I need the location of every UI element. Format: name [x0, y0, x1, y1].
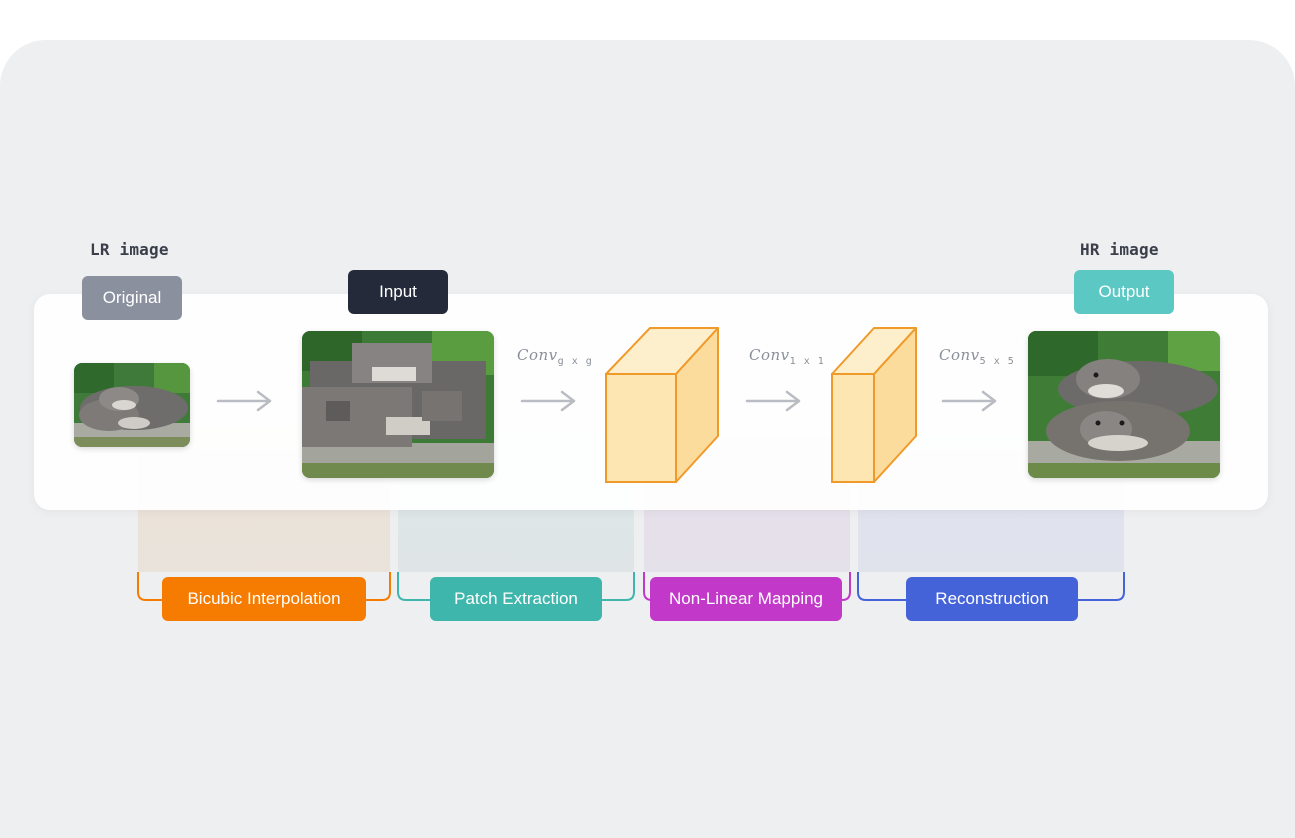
phase-bicubic-interpolation: Bicubic Interpolation: [162, 577, 366, 621]
arrow-1-icon: [216, 390, 272, 412]
conv-cube-2-icon: [831, 327, 917, 483]
phase-non-linear-mapping: Non-Linear Mapping: [650, 577, 842, 621]
phase-reconstruction: Reconstruction: [906, 577, 1078, 621]
output-tag: Output: [1074, 270, 1174, 314]
phase-patch-extraction: Patch Extraction: [430, 577, 602, 621]
conv-label-1: Convg x g: [517, 346, 593, 367]
output-otter-image: [1028, 331, 1220, 478]
conv-label-3: Conv5 x 5: [939, 346, 1015, 367]
input-otter-image: [302, 331, 494, 478]
lr-otter-image: [74, 363, 190, 447]
arrow-4-icon: [941, 390, 997, 412]
conv-label-2: Conv1 x 1: [749, 346, 825, 367]
arrow-3-icon: [745, 390, 801, 412]
original-tag: Original: [82, 276, 182, 320]
lr-image-label: LR image: [90, 240, 169, 259]
arrow-2-icon: [520, 390, 576, 412]
conv-cube-1-icon: [605, 327, 719, 483]
input-tag: Input: [348, 270, 448, 314]
hr-image-label: HR image: [1080, 240, 1159, 259]
